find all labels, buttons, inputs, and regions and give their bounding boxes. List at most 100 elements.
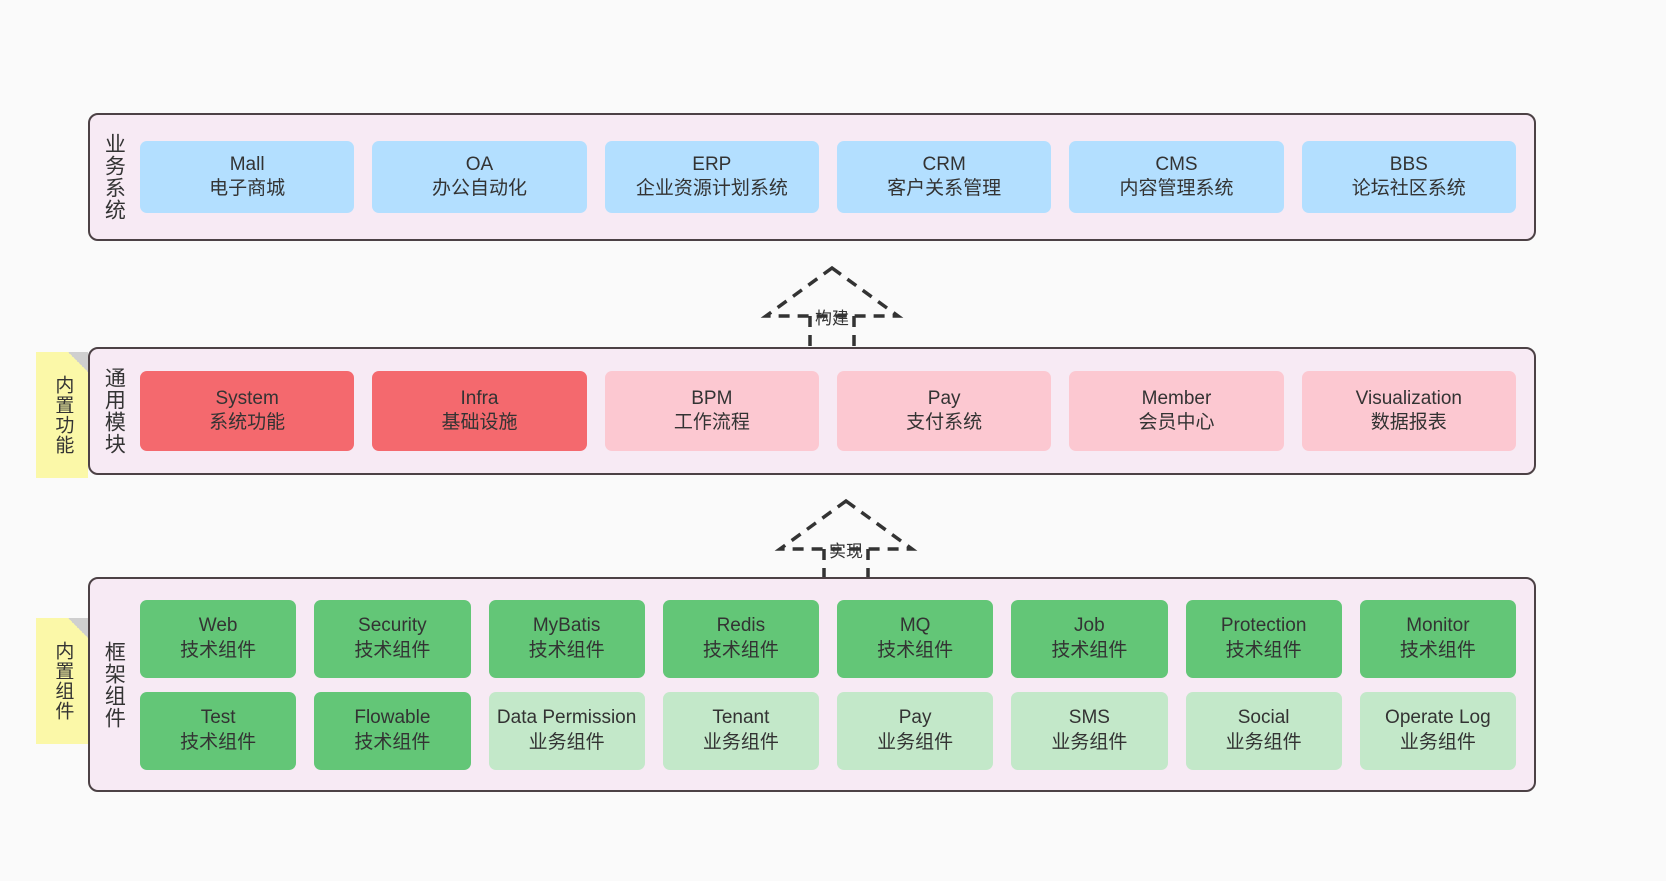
node-title-en: Social [1237,707,1290,729]
node-mq[interactable]: MQ 技术组件 [837,599,994,678]
node-title-cn: 业务组件 [1051,731,1128,753]
node-title-en: MQ [899,615,931,637]
layer-label-framework-components: 框架组件 [102,640,126,729]
node-operate-log[interactable]: Operate Log 业务组件 [1359,691,1516,770]
node-title-cn: 业务组件 [1399,731,1476,753]
node-protection[interactable]: Protection 技术组件 [1185,599,1342,678]
node-title-en: ERP [692,153,732,175]
node-security[interactable]: Security 技术组件 [314,599,471,678]
arrow-label-implement: 实现 [829,542,863,561]
node-title-cn: 业务组件 [702,731,779,753]
sticky-note-label: 内置功能 [52,375,74,455]
layer-framework-components: 框架组件 Web 技术组件 Security 技术组件 MyBatis 技术组件… [88,577,1536,792]
node-title-cn: 业务组件 [528,731,605,753]
node-title-cn: 支付系统 [906,412,983,433]
node-title-cn: 办公自动化 [431,178,527,199]
node-title-en: Monitor [1406,615,1470,637]
node-title-en: Security [358,615,427,637]
node-mall[interactable]: Mall 电子商城 [140,141,355,213]
node-title-cn: 技术组件 [1051,639,1128,661]
node-title-cn: 会员中心 [1138,412,1215,433]
node-title-en: BPM [691,387,733,409]
sticky-note-builtin-function: 内置功能 [36,352,88,478]
node-oa[interactable]: OA 办公自动化 [372,141,587,213]
node-title-en: Redis [716,615,766,637]
folded-corner-icon [68,352,88,372]
node-system[interactable]: System 系统功能 [140,371,355,451]
node-flowable[interactable]: Flowable 技术组件 [314,691,471,770]
node-tenant[interactable]: Tenant 业务组件 [662,691,819,770]
node-title-cn: 业务组件 [1225,731,1302,753]
node-title-cn: 业务组件 [877,731,954,753]
node-title-en: CMS [1155,153,1198,175]
node-bbs[interactable]: BBS 论坛社区系统 [1301,141,1516,213]
node-infra[interactable]: Infra 基础设施 [372,371,587,451]
node-title-cn: 技术组件 [180,731,257,753]
layer-business-system: 业务系统 Mall 电子商城 OA 办公自动化 ERP 企业资源计划系统 CRM… [88,113,1536,241]
node-title-cn: 系统功能 [209,412,286,433]
node-title-cn: 技术组件 [702,639,779,661]
node-title-en: Pay [927,387,961,409]
node-pay-component[interactable]: Pay 业务组件 [837,691,994,770]
arrow-label-build: 构建 [815,309,849,328]
node-title-cn: 内容管理系统 [1119,178,1234,199]
node-title-en: Tenant [712,707,770,729]
folded-corner-icon [68,618,88,638]
node-row: Mall 电子商城 OA 办公自动化 ERP 企业资源计划系统 CRM 客户关系… [140,141,1516,213]
sticky-note-builtin-component: 内置组件 [36,618,88,744]
node-bpm[interactable]: BPM 工作流程 [604,371,819,451]
node-title-en: MyBatis [532,615,601,637]
node-title-en: Infra [460,387,499,409]
node-title-cn: 企业资源计划系统 [635,178,788,199]
node-title-cn: 技术组件 [877,639,954,661]
node-title-cn: 技术组件 [528,639,605,661]
node-sms[interactable]: SMS 业务组件 [1011,691,1168,770]
node-title-en: Test [200,707,236,729]
node-web[interactable]: Web 技术组件 [140,599,297,678]
node-title-cn: 技术组件 [354,639,431,661]
node-title-cn: 数据报表 [1370,412,1447,433]
node-member[interactable]: Member 会员中心 [1069,371,1284,451]
node-title-cn: 客户关系管理 [887,178,1002,199]
node-visualization[interactable]: Visualization 数据报表 [1301,371,1516,451]
node-title-en: OA [465,153,494,175]
node-title-en: Operate Log [1385,707,1491,729]
node-title-en: Member [1141,387,1212,409]
node-title-cn: 技术组件 [354,731,431,753]
node-title-cn: 论坛社区系统 [1351,178,1466,199]
sticky-note-label: 内置组件 [52,641,74,721]
layer-body-business-system: Mall 电子商城 OA 办公自动化 ERP 企业资源计划系统 CRM 客户关系… [136,115,1534,239]
node-title-en: Data Permission [496,707,637,729]
node-title-en: SMS [1068,707,1110,729]
node-monitor[interactable]: Monitor 技术组件 [1359,599,1516,678]
node-row: System 系统功能 Infra 基础设施 BPM 工作流程 Pay 支付系统… [140,371,1516,451]
layer-label-common-modules: 通用模块 [102,367,126,455]
node-redis[interactable]: Redis 技术组件 [662,599,819,678]
node-mybatis[interactable]: MyBatis 技术组件 [488,599,645,678]
arrow-implement: 实现 [774,497,918,582]
node-title-cn: 技术组件 [1399,639,1476,661]
layer-common-modules: 通用模块 System 系统功能 Infra 基础设施 BPM 工作流程 Pay… [88,347,1536,475]
node-title-cn: 电子商城 [209,178,286,199]
node-crm[interactable]: CRM 客户关系管理 [836,141,1052,213]
node-title-en: Protection [1220,615,1307,637]
node-title-en: Job [1074,615,1105,637]
node-title-cn: 基础设施 [441,412,518,433]
node-pay-module[interactable]: Pay 支付系统 [836,371,1052,451]
node-cms[interactable]: CMS 内容管理系统 [1069,141,1284,213]
node-social[interactable]: Social 业务组件 [1185,691,1342,770]
node-title-cn: 技术组件 [1225,639,1302,661]
node-data-permission[interactable]: Data Permission 业务组件 [488,691,645,770]
node-title-en: System [215,387,279,409]
node-title-en: Mall [229,153,265,175]
arrow-build: 构建 [760,264,904,349]
node-title-cn: 技术组件 [180,639,257,661]
layer-body-common-modules: System 系统功能 Infra 基础设施 BPM 工作流程 Pay 支付系统… [136,349,1534,473]
node-title-en: Web [198,615,238,637]
node-erp[interactable]: ERP 企业资源计划系统 [604,141,819,213]
node-row: Web 技术组件 Security 技术组件 MyBatis 技术组件 Redi… [140,599,1516,678]
node-test[interactable]: Test 技术组件 [140,691,297,770]
node-title-cn: 工作流程 [673,412,750,433]
node-job[interactable]: Job 技术组件 [1011,599,1168,678]
